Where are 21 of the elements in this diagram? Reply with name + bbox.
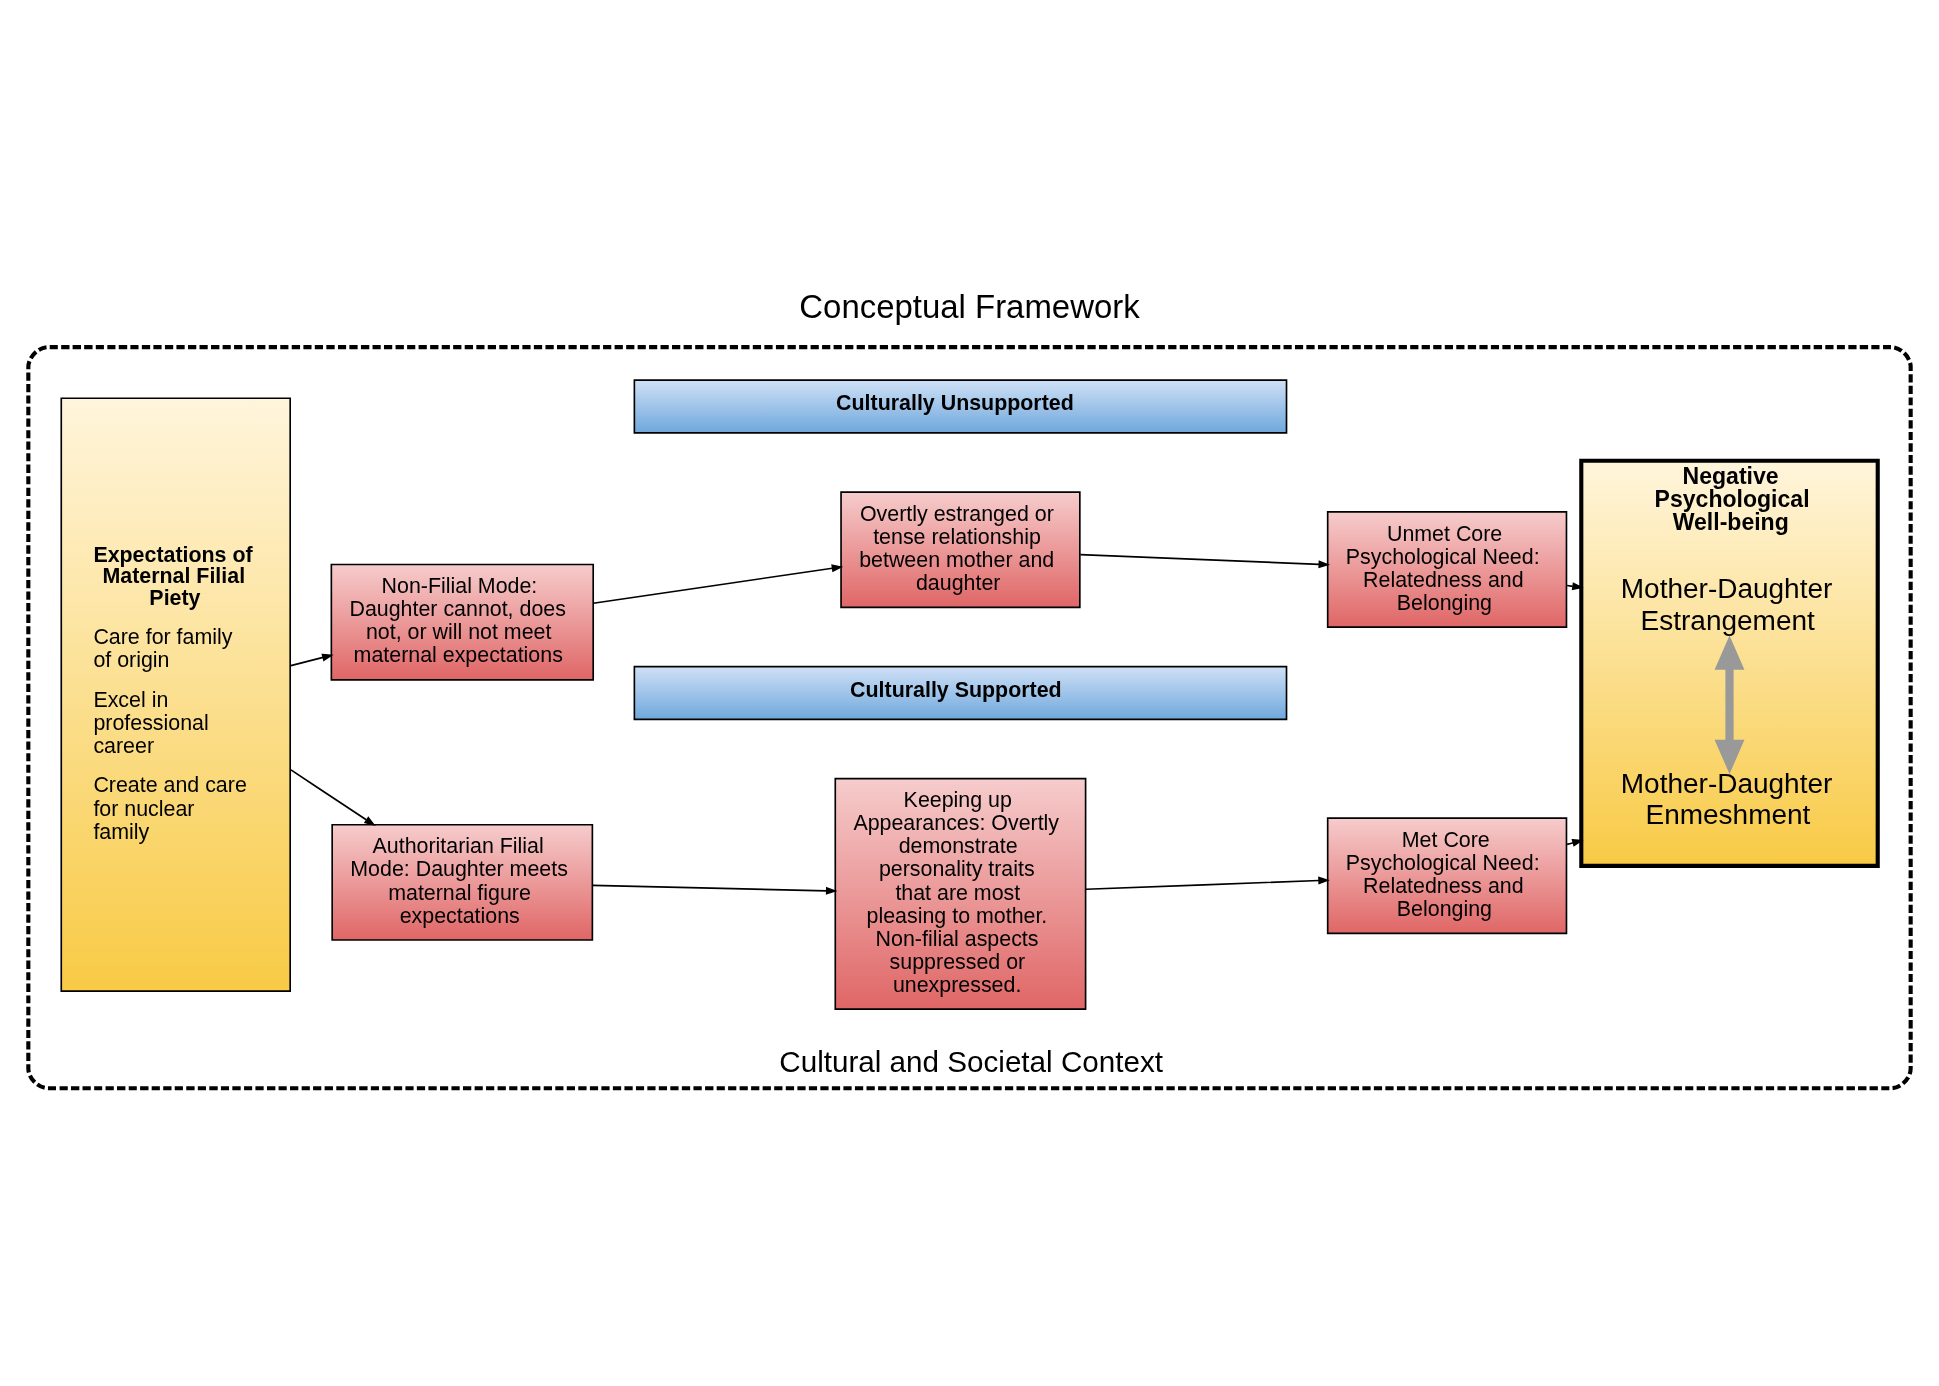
node-box: Authoritarian Filial Mode: Daughter meets maternal figure expectations [331, 823, 594, 941]
arrow [591, 884, 838, 895]
node-box: Culturally Supported [633, 665, 1288, 721]
node-box: Expectations of Maternal Filial Piety Care for family of origin Excel in professional career Create and care for nuclear family [60, 397, 291, 992]
node-box: Culturally Unsupported [633, 379, 1288, 434]
arrow [1079, 553, 1331, 569]
arrow [1566, 839, 1584, 847]
diagram-title: Conceptual Framework [799, 287, 1140, 325]
node-box: Unmet Core Psychological Need: Relatedness and Belonging [1326, 511, 1568, 628]
arrow [592, 564, 844, 605]
node-box: Met Core Psychological Need: Relatedness and Belonging [1326, 817, 1568, 935]
arrow [290, 653, 334, 667]
arrow [290, 769, 376, 827]
node-box: Overtly estranged or tense relationship between mother and daughter [840, 491, 1081, 609]
node-box: Non-Filial Mode: Daughter cannot, does not, or will not meet maternal expectations [330, 563, 595, 681]
node-text: Mother-Daughter Estrangement [1620, 573, 1833, 636]
arrow [1085, 876, 1330, 891]
arrow [1566, 582, 1584, 591]
arrow [1714, 635, 1745, 774]
node-box: Keeping up Appearances: Overtly demonstrate personality traits that are most pleasing to mother. Non-filial aspects suppressed or unexpressed. [834, 777, 1087, 1010]
node-text: Mother-Daughter Enmeshment [1620, 767, 1833, 831]
